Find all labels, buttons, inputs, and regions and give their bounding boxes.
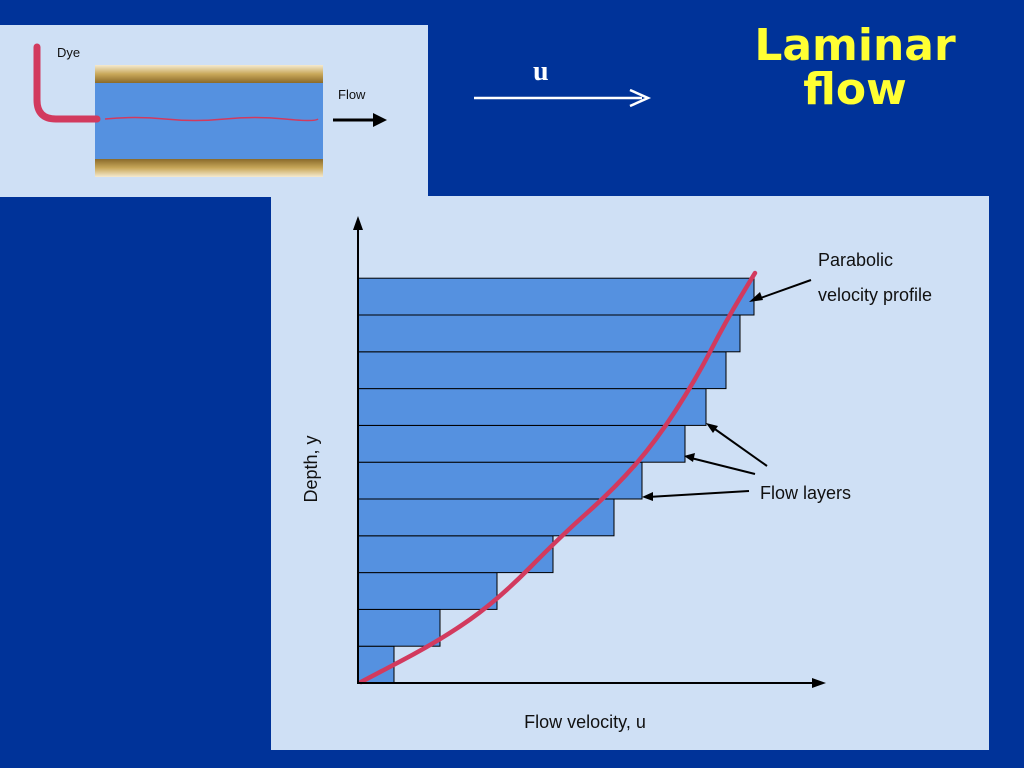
- dye-label: Dye: [57, 45, 80, 60]
- pipe-diagram: Dye Flow: [33, 43, 387, 177]
- y-axis: [353, 216, 363, 682]
- flow-layer-9: [357, 351, 727, 390]
- slide-title: Laminar flow: [730, 24, 980, 112]
- parabolic-pointer-arrow: [754, 279, 812, 301]
- layers-arrowhead-1: [706, 423, 718, 433]
- flow-layer-10: [357, 314, 741, 353]
- flow-layer-3: [357, 572, 498, 610]
- layers-arrowhead-3: [642, 492, 653, 501]
- flow-layers-pointer-arrows: [647, 426, 768, 498]
- velocity-arrow: [474, 88, 652, 108]
- velocity-profile-panel: Depth, y Flow velocity, u Parabolic velo…: [271, 196, 989, 750]
- flow-layer-8: [357, 388, 707, 426]
- layers-arrowhead-2: [684, 453, 695, 462]
- dye-tube: [33, 43, 101, 123]
- flow-layers-label: Flow layers: [760, 483, 851, 503]
- parabolic-label-line-2: velocity profile: [818, 285, 932, 305]
- flow-arrow: [333, 113, 387, 127]
- pipe-water: [95, 83, 323, 159]
- x-axis-label: Flow velocity, u: [524, 712, 646, 732]
- title-line-2: flow: [803, 64, 907, 115]
- flow-layer-7: [357, 424, 686, 463]
- dye-streak: [104, 116, 319, 122]
- velocity-profile-diagram: Depth, y Flow velocity, u Parabolic velo…: [301, 216, 932, 732]
- parabolic-pointer-arrowhead: [749, 292, 763, 302]
- flow-label: Flow: [338, 87, 366, 102]
- y-axis-label: Depth, y: [301, 435, 321, 502]
- parabolic-curve: [358, 270, 758, 685]
- pipe-wall-bottom: [95, 159, 323, 177]
- flow-layer-4: [357, 535, 554, 574]
- flow-layer-1: [357, 645, 395, 684]
- pipe-wall-top: [95, 65, 323, 83]
- flow-layer-11: [357, 277, 755, 316]
- title-line-1: Laminar: [754, 20, 956, 71]
- flow-layer-5: [357, 498, 615, 537]
- x-axis: [357, 678, 826, 688]
- pipe-diagram-panel: Dye Flow: [0, 25, 428, 197]
- parabolic-label-line-1: Parabolic: [818, 250, 893, 270]
- flow-layers-group: [357, 277, 755, 684]
- velocity-symbol: u: [533, 56, 549, 87]
- flow-layer-6: [357, 461, 643, 500]
- flow-layer-2: [357, 608, 441, 647]
